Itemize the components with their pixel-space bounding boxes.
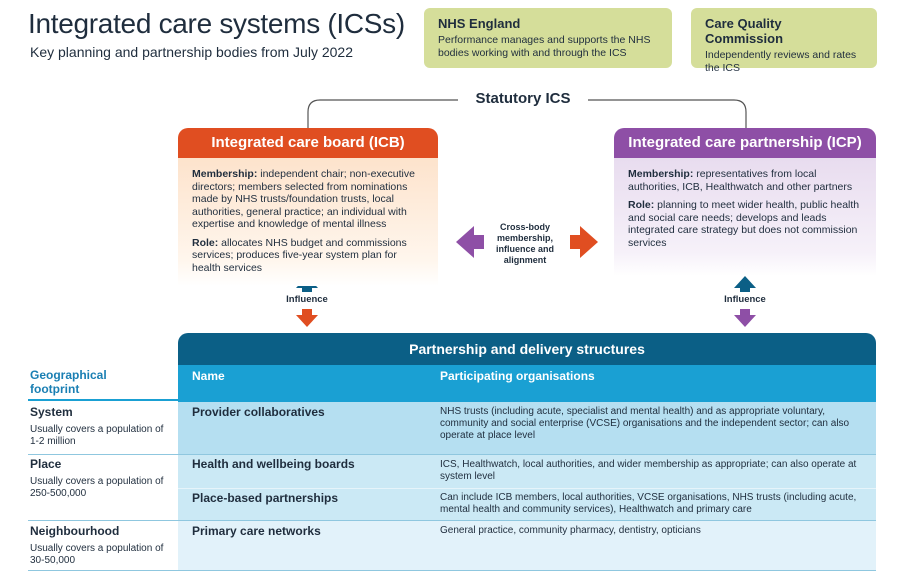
nhs-england-box: NHS England Performance manages and supp… <box>424 8 672 68</box>
icp-membership: Membership: representatives from local a… <box>628 168 862 193</box>
geo-system: System <box>30 405 73 419</box>
name-place-based-partnerships: Place-based partnerships <box>192 491 339 505</box>
cross-body-label: Cross-body membership, influence and ali… <box>495 222 554 265</box>
left-arrow-icon <box>456 226 484 258</box>
geo-header-underline <box>28 399 178 401</box>
icp-body: Membership: representatives from local a… <box>614 158 876 276</box>
statutory-ics-label: Statutory ICS <box>458 90 588 107</box>
geographical-footprint-header: Geographical footprint <box>30 368 107 396</box>
icb-role-label: Role: <box>192 236 219 249</box>
name-provider-collaboratives: Provider collaboratives <box>192 405 325 419</box>
row-divider <box>28 570 876 571</box>
icp-influence-label: Influence <box>724 294 766 305</box>
geo-place: Place <box>30 457 62 471</box>
row-divider <box>28 454 876 455</box>
icb-header: Integrated care board (ICB) <box>178 128 438 158</box>
geo-place-desc: Usually covers a population of 250-500,0… <box>30 476 164 499</box>
icp-role: Role: planning to meet wider health, pub… <box>628 199 862 249</box>
nhs-england-text: Performance manages and supports the NHS… <box>438 34 651 59</box>
icp-role-label: Role: <box>628 199 655 211</box>
icb-influence-label: Influence <box>286 294 328 305</box>
table-row <box>178 402 876 454</box>
icp-header: Integrated care partnership (ICP) <box>614 128 876 158</box>
table-row <box>178 454 876 488</box>
name-column-header: Name <box>192 369 225 383</box>
page-title: Integrated care systems (ICSs) <box>28 8 405 39</box>
icb-membership-label: Membership: <box>192 168 258 180</box>
name-health-wellbeing-boards: Health and wellbeing boards <box>192 457 355 471</box>
cqc-text: Independently reviews and rates the ICS <box>705 49 857 74</box>
orgs-primary-care-networks: General practice, community pharmacy, de… <box>440 525 701 536</box>
organisations-column-header: Participating organisations <box>440 369 595 383</box>
orgs-health-wellbeing-boards: ICS, Healthwatch, local authorities, and… <box>440 459 857 482</box>
nhs-england-heading: NHS England <box>438 16 521 31</box>
icb-role-text: allocates NHS budget and commissions ser… <box>192 236 407 274</box>
geo-neighbourhood: Neighbourhood <box>30 524 120 538</box>
page-subtitle: Key planning and partnership bodies from… <box>30 44 353 60</box>
cqc-heading: Care Quality Commission <box>705 16 784 46</box>
icb-membership: Membership: independent chair; non-execu… <box>192 168 424 231</box>
icb-body: Membership: independent chair; non-execu… <box>178 158 438 286</box>
right-arrow-icon <box>570 226 598 258</box>
icb-down-arrow-icon <box>296 309 318 327</box>
icp-down-arrow-icon <box>734 309 756 327</box>
icp-up-arrow-icon <box>734 276 756 292</box>
cqc-box: Care Quality Commission Independently re… <box>691 8 877 74</box>
icb-role: Role: allocates NHS budget and commissio… <box>192 237 424 275</box>
icp-membership-label: Membership: <box>628 168 694 180</box>
icp-membership-text: representatives from local authorities, … <box>628 168 853 193</box>
statutory-bracket-line <box>307 99 747 128</box>
column-header-bar <box>178 365 876 402</box>
name-primary-care-networks: Primary care networks <box>192 524 321 538</box>
geo-neighbourhood-desc: Usually covers a population of 30-50,000 <box>30 543 164 566</box>
icp-role-text: planning to meet wider health, public he… <box>628 199 860 249</box>
icb-membership-text: independent chair; non-executive directo… <box>192 168 415 230</box>
geo-system-desc: Usually covers a population of 1-2 milli… <box>30 424 164 447</box>
table-row <box>178 520 876 570</box>
orgs-provider-collaboratives: NHS trusts (including acute, specialist … <box>440 406 850 441</box>
row-divider <box>28 520 876 521</box>
table-row <box>178 488 876 520</box>
orgs-place-based-partnerships: Can include ICB members, local authoriti… <box>440 492 857 515</box>
partnership-header: Partnership and delivery structures <box>178 333 876 365</box>
